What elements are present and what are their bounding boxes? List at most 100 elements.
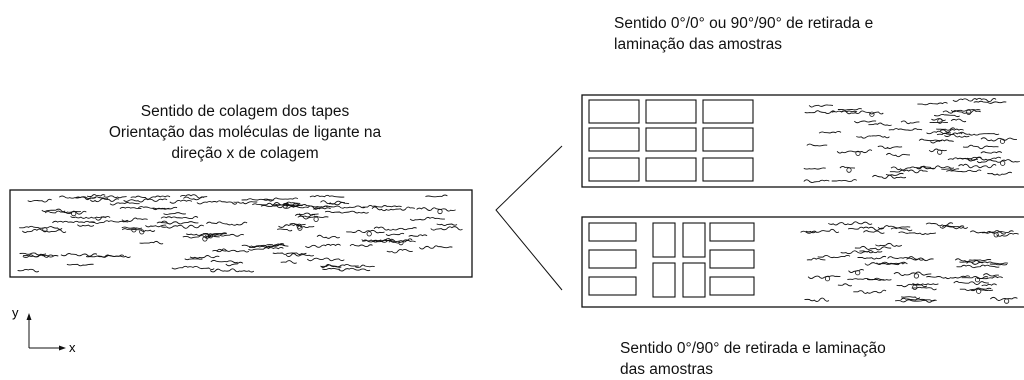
binder-fiber-stroke xyxy=(306,257,345,262)
binder-fiber-stroke xyxy=(96,255,131,258)
binder-fiber-stroke xyxy=(160,216,199,219)
binder-fiber-stroke xyxy=(950,109,981,113)
binder-fiber-stroke xyxy=(241,198,275,201)
binder-fiber-stroke xyxy=(928,148,947,153)
binder-fiber-loop xyxy=(71,211,77,217)
binder-fiber-stroke xyxy=(803,179,830,183)
binder-fiber-stroke xyxy=(893,271,932,276)
binder-fiber-stroke xyxy=(121,226,143,229)
binder-fiber-stroke xyxy=(386,249,413,254)
binder-fiber-stroke xyxy=(806,143,828,147)
binder-fiber-stroke xyxy=(278,223,315,228)
binder-fiber-stroke xyxy=(183,196,205,201)
top-right-slab xyxy=(581,94,1024,188)
binder-fiber-stroke xyxy=(388,239,416,244)
bottom-right-caption-line-1: Sentido 0°/90° de retirada e laminação xyxy=(620,340,886,357)
top-right-samples xyxy=(588,99,754,182)
binder-fiber-stroke xyxy=(900,297,936,302)
binder-fiber-stroke xyxy=(804,297,830,302)
sample-rect xyxy=(702,157,754,182)
binder-fiber-loop xyxy=(297,225,303,231)
binder-fiber-stroke xyxy=(179,194,208,199)
binder-fiber-stroke xyxy=(305,243,341,248)
binder-fiber-stroke xyxy=(408,234,428,237)
binder-fiber-stroke xyxy=(836,149,873,154)
binder-fiber-loop xyxy=(993,232,999,238)
sample-rect-vertical xyxy=(652,222,676,258)
binder-fiber-stroke xyxy=(931,118,946,122)
binder-fiber-stroke xyxy=(808,104,834,108)
binder-fiber-stroke xyxy=(944,133,970,138)
binder-fiber-stroke xyxy=(297,215,329,220)
binder-fiber-stroke xyxy=(954,258,970,262)
binder-fiber-loop xyxy=(974,277,981,283)
binder-fiber-stroke xyxy=(66,263,94,267)
binder-fiber-stroke xyxy=(953,280,989,286)
binder-fiber-stroke xyxy=(941,168,960,171)
binder-fiber-stroke xyxy=(22,254,59,258)
binder-fiber-stroke xyxy=(901,296,921,300)
binder-fiber-stroke xyxy=(323,205,366,209)
binder-fiber-stroke xyxy=(309,194,345,198)
binder-fiber-stroke xyxy=(863,230,885,234)
binder-fiber-loop xyxy=(131,227,137,233)
binder-fiber-stroke xyxy=(316,234,340,239)
binder-fiber-stroke xyxy=(890,166,934,171)
binder-fiber-stroke xyxy=(839,166,856,169)
binder-fiber-stroke xyxy=(184,258,203,261)
binder-fiber-stroke xyxy=(130,195,171,200)
binder-fiber-stroke xyxy=(324,210,369,214)
binder-fiber-stroke xyxy=(857,255,887,260)
binder-fiber-loop xyxy=(846,167,852,173)
binder-fiber-stroke xyxy=(915,165,955,170)
binder-fiber-stroke xyxy=(969,259,992,262)
binder-fiber-stroke xyxy=(349,244,373,247)
binder-fiber-stroke xyxy=(925,222,954,227)
binder-fiber-stroke xyxy=(298,212,319,216)
binder-fiber-stroke xyxy=(958,163,997,169)
binder-fiber-stroke xyxy=(58,195,96,199)
binder-fiber-stroke xyxy=(21,228,67,233)
binder-fiber-loop xyxy=(313,216,319,222)
binder-fiber-stroke xyxy=(285,253,315,257)
binder-fiber-stroke xyxy=(225,261,244,267)
binder-fiber-loop xyxy=(824,276,831,282)
left-slab-fibers xyxy=(17,194,463,273)
binder-fiber-loop xyxy=(937,118,943,124)
binder-fiber-loop xyxy=(202,236,208,242)
binder-fiber-stroke xyxy=(241,243,286,248)
binder-fiber-loop xyxy=(42,227,48,233)
bottom-right-slab xyxy=(581,216,1024,308)
sample-rect-horizontal xyxy=(709,222,755,242)
binder-fiber-stroke xyxy=(19,225,63,230)
binder-fiber-stroke xyxy=(936,132,963,136)
binder-fiber-stroke xyxy=(355,264,375,268)
binder-fiber-loop xyxy=(139,229,145,235)
binder-fiber-stroke xyxy=(123,198,168,203)
binder-fiber-stroke xyxy=(856,135,872,139)
binder-fiber-stroke xyxy=(966,156,982,160)
binder-fiber-stroke xyxy=(969,230,1014,234)
binder-fiber-stroke xyxy=(890,227,913,232)
binder-fiber-stroke xyxy=(896,283,928,288)
binder-fiber-stroke xyxy=(346,229,385,234)
binder-fiber-stroke xyxy=(976,276,1003,280)
binder-fiber-stroke xyxy=(837,283,853,287)
sample-rect-horizontal xyxy=(588,249,637,269)
binder-fiber-stroke xyxy=(145,224,167,228)
binder-fiber-stroke xyxy=(853,289,887,294)
sample-rect-vertical xyxy=(652,262,676,298)
bottom-right-slab-fibers xyxy=(800,221,1019,304)
binder-fiber-stroke xyxy=(60,253,98,257)
binder-fiber-stroke xyxy=(918,138,943,142)
binder-fiber-stroke xyxy=(277,228,293,232)
binder-fiber-stroke xyxy=(853,120,877,124)
binder-fiber-stroke xyxy=(372,239,393,243)
binder-fiber-stroke xyxy=(807,275,841,279)
binder-fiber-stroke xyxy=(885,152,911,158)
bottom-right-samples xyxy=(588,222,755,298)
binder-fiber-stroke xyxy=(828,221,873,226)
binder-fiber-stroke xyxy=(425,194,448,198)
binder-fiber-stroke xyxy=(121,217,148,222)
binder-fiber-stroke xyxy=(942,110,981,114)
